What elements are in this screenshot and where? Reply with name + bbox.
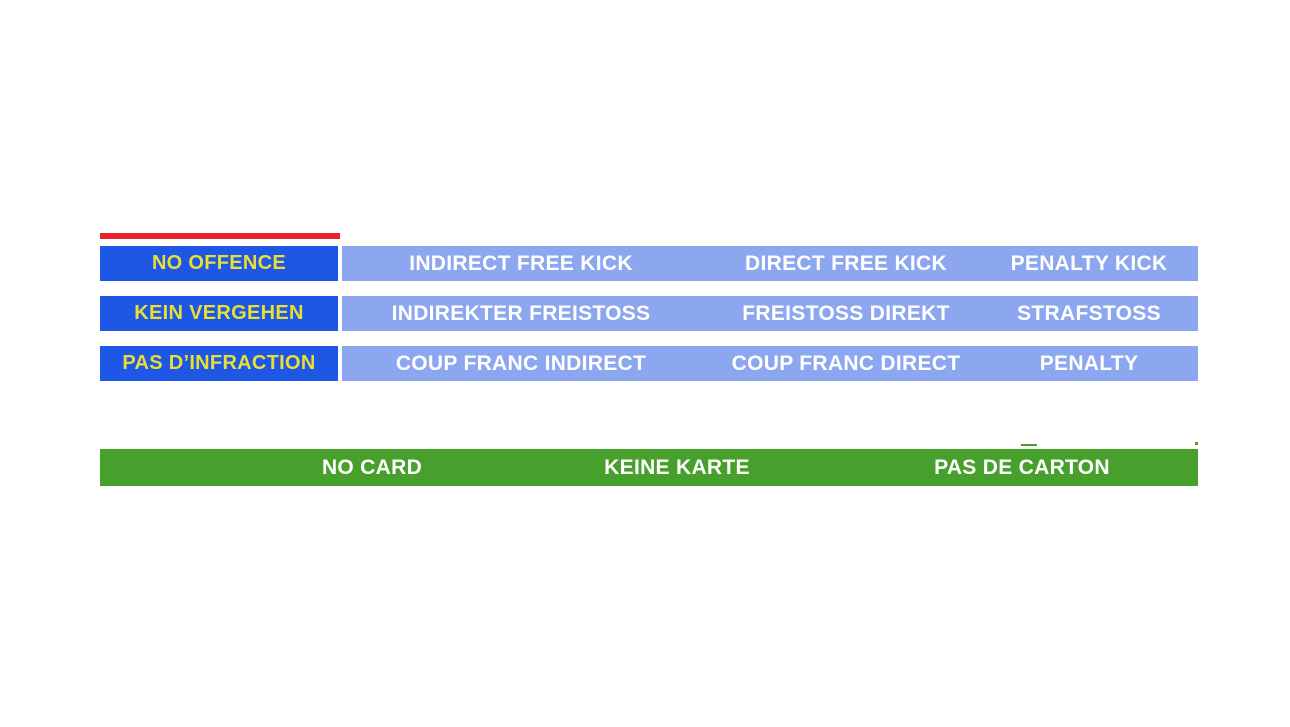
no-card-bar: NO CARD KEINE KARTE PAS DE CARTON	[100, 449, 1198, 486]
sanction-label-strafstoss: STRAFSTOSS	[1017, 302, 1161, 325]
sanction-bar-german: INDIREKTER FREISTOSS FREISTOSS DIREKT ST…	[342, 296, 1198, 331]
card-label-pas-de-carton: PAS DE CARTON	[934, 456, 1110, 479]
green-dot-artifact	[1195, 442, 1198, 445]
row-german: KEIN VERGEHEN INDIREKTER FREISTOSS FREIS…	[0, 296, 1290, 331]
sanction-label-coup-franc-direct: COUP FRANC DIRECT	[731, 352, 961, 375]
row-french: PAS D’INFRACTION COUP FRANC INDIRECT COU…	[0, 346, 1290, 381]
row-english: NO OFFENCE INDIRECT FREE KICK DIRECT FRE…	[0, 246, 1290, 281]
sanction-label-penalty-kick: PENALTY KICK	[1010, 252, 1168, 275]
red-accent-bar	[100, 233, 340, 239]
sanction-label-indirekter-freistoss: INDIREKTER FREISTOSS	[391, 302, 651, 325]
sanction-label-penalty: PENALTY	[1039, 352, 1139, 375]
offence-cell-french: PAS D’INFRACTION	[100, 346, 338, 381]
sanction-bar-french: COUP FRANC INDIRECT COUP FRANC DIRECT PE…	[342, 346, 1198, 381]
green-dash-artifact	[1021, 444, 1037, 446]
offence-cell-english: NO OFFENCE	[100, 246, 338, 281]
sanction-label-coup-franc-indirect: COUP FRANC INDIRECT	[395, 352, 647, 375]
card-label-keine-karte: KEINE KARTE	[604, 456, 750, 479]
sanction-bar-english: INDIRECT FREE KICK DIRECT FREE KICK PENA…	[342, 246, 1198, 281]
sanction-label-freistoss-direkt: FREISTOSS DIREKT	[742, 302, 950, 325]
card-label-no-card: NO CARD	[321, 456, 423, 479]
offence-cell-german: KEIN VERGEHEN	[100, 296, 338, 331]
sanction-label-direct-free-kick: DIRECT FREE KICK	[745, 252, 947, 275]
sanction-label-indirect-free-kick: INDIRECT FREE KICK	[409, 252, 633, 275]
